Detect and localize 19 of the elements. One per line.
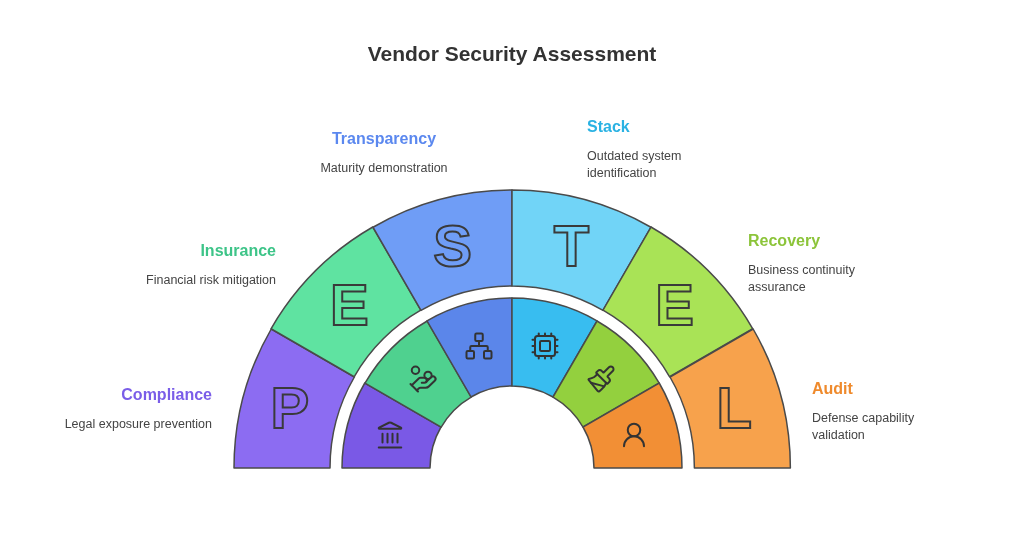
category-description: Business continuity assurance (748, 262, 856, 296)
segment-letter: P (270, 379, 310, 438)
category-heading: Stack (587, 118, 631, 136)
category-description: Defense capability validation (812, 410, 916, 444)
category-heading: Compliance (120, 386, 212, 404)
category-heading: Transparency (330, 130, 438, 148)
category-description: Outdated system identification (587, 148, 683, 182)
segment-letter: E (655, 276, 694, 335)
category-description: Maturity demonstration (319, 160, 449, 177)
segment-letter: T (553, 216, 590, 275)
segment-letter: S (433, 216, 472, 275)
category-heading: Insurance (199, 242, 276, 260)
diagram-title: Vendor Security Assessment (366, 42, 658, 66)
category-heading: Recovery (748, 232, 822, 250)
category-heading: Audit (812, 380, 854, 398)
category-description: Financial risk mitigation (145, 272, 276, 289)
segment-letter: E (330, 276, 369, 335)
segment-letter: L (716, 379, 752, 438)
category-description: Legal exposure prevention (63, 416, 212, 433)
